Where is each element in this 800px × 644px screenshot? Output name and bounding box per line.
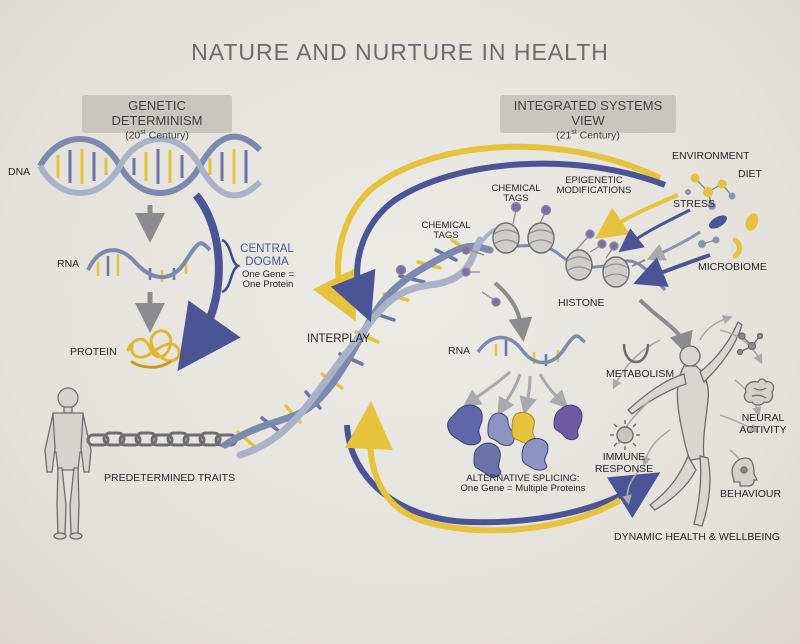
label-one-gene-line1: One Gene = <box>241 269 295 280</box>
label-neural-line1: NEURAL <box>741 412 785 424</box>
label-neural-activity: NEURAL ACTIVITY <box>735 412 791 436</box>
microbiome-icon <box>698 213 759 259</box>
label-interplay: INTERPLAY <box>307 333 371 345</box>
central-dogma-arrow <box>177 192 241 372</box>
label-alternative-splicing-line2: One Gene = Multiple Proteins <box>460 483 586 495</box>
heading-genetic-determinism-label: GENETIC DETERMINISM <box>111 98 203 128</box>
label-one-gene-one-protein: One Gene = One Protein <box>235 269 301 291</box>
label-immune-line2: RESPONSE <box>594 462 654 475</box>
label-rna-right: RNA <box>448 345 471 357</box>
label-central-dogma: CENTRAL DOGMA <box>237 243 297 268</box>
label-alternative-splicing-line1: ALTERNATIVE SPLICING: <box>466 473 580 484</box>
arrow-to-rna-right <box>493 281 533 342</box>
label-immune-response: IMMUNE RESPONSE <box>594 451 654 475</box>
rna-strand-left <box>86 241 212 282</box>
label-dynamic-health: DYNAMIC HEALTH & WELLBEING <box>614 531 781 543</box>
label-neural-line2: ACTIVITY <box>739 423 787 436</box>
protein-fold-left <box>126 329 181 369</box>
rna-strand-right <box>476 334 587 366</box>
label-behaviour: BEHAVIOUR <box>720 488 782 500</box>
heading-integrated-systems-era: (21st Century) <box>556 129 620 142</box>
label-epigenetic-line2: MODIFICATIONS <box>556 185 632 197</box>
label-dna: DNA <box>8 166 31 178</box>
label-chemical-tags-left-line2: TAGS <box>433 230 459 242</box>
label-chemical-tags-left: CHEMICAL TAGS <box>418 220 474 242</box>
label-chemical-tags-top-line2: TAGS <box>503 193 529 205</box>
label-stress: STRESS <box>673 198 716 210</box>
feedback-arrow-gold-top <box>312 143 662 322</box>
brain-icon <box>743 378 775 406</box>
dna-helix-left <box>37 133 263 199</box>
label-immune-line1: IMMUNE <box>602 451 646 463</box>
label-chemical-tags-top: CHEMICAL TAGS <box>488 183 544 205</box>
chain-links <box>86 431 238 447</box>
central-dogma-brace <box>221 238 241 294</box>
heading-genetic-determinism: GENETIC DETERMINISM (20st Century) <box>82 95 232 142</box>
label-environment: ENVIRONMENT <box>672 150 750 162</box>
page-title: NATURE AND NURTURE IN HEALTH <box>191 39 609 65</box>
heading-genetic-determinism-era: (20st Century) <box>125 129 189 142</box>
human-figure-left <box>44 387 92 540</box>
environment-arrows <box>594 193 711 287</box>
immune-virus-icon <box>610 420 640 450</box>
feedback-arrow-navy-top <box>330 160 667 323</box>
label-rna-left: RNA <box>57 258 80 270</box>
label-metabolism: METABOLISM <box>606 368 675 380</box>
label-epigenetic-line1: EPIGENETIC <box>565 175 623 186</box>
label-alternative-splicing: ALTERNATIVE SPLICING: One Gene = Multipl… <box>438 473 608 495</box>
head-profile-icon <box>731 457 759 487</box>
network-icon <box>736 332 764 356</box>
dancing-human-figure <box>627 320 743 527</box>
feedback-arrow-gold-bottom <box>344 401 622 534</box>
protein-variants <box>447 404 583 478</box>
label-chemical-tags-left-line1: CHEMICAL <box>421 220 471 231</box>
feedback-arrow-navy-bottom <box>344 424 661 526</box>
histone-cluster <box>492 222 667 292</box>
label-predetermined-traits: PREDETERMINED TRAITS <box>104 472 236 484</box>
label-central-dogma-line2: DOGMA <box>245 255 289 268</box>
chemical-tags-markers <box>395 201 619 307</box>
label-chemical-tags-top-line1: CHEMICAL <box>491 183 541 194</box>
environment-molecule-icon <box>685 173 736 210</box>
label-one-gene-line2: One Protein <box>242 279 294 291</box>
heading-integrated-systems: INTEGRATED SYSTEMS VIEW (21st Century) <box>500 95 676 142</box>
label-diet: DIET <box>738 168 762 180</box>
label-microbiome: MICROBIOME <box>698 261 767 273</box>
label-epigenetic-modifications: EPIGENETIC MODIFICATIONS <box>551 175 637 197</box>
metabolism-icon <box>622 343 650 364</box>
splicing-arrows <box>462 370 569 416</box>
arrow-histone-to-human <box>638 298 693 357</box>
label-histone: HISTONE <box>558 297 605 309</box>
label-protein: PROTEIN <box>70 346 117 358</box>
label-central-dogma-line1: CENTRAL <box>240 243 294 255</box>
heading-integrated-systems-label: INTEGRATED SYSTEMS VIEW <box>513 98 663 128</box>
